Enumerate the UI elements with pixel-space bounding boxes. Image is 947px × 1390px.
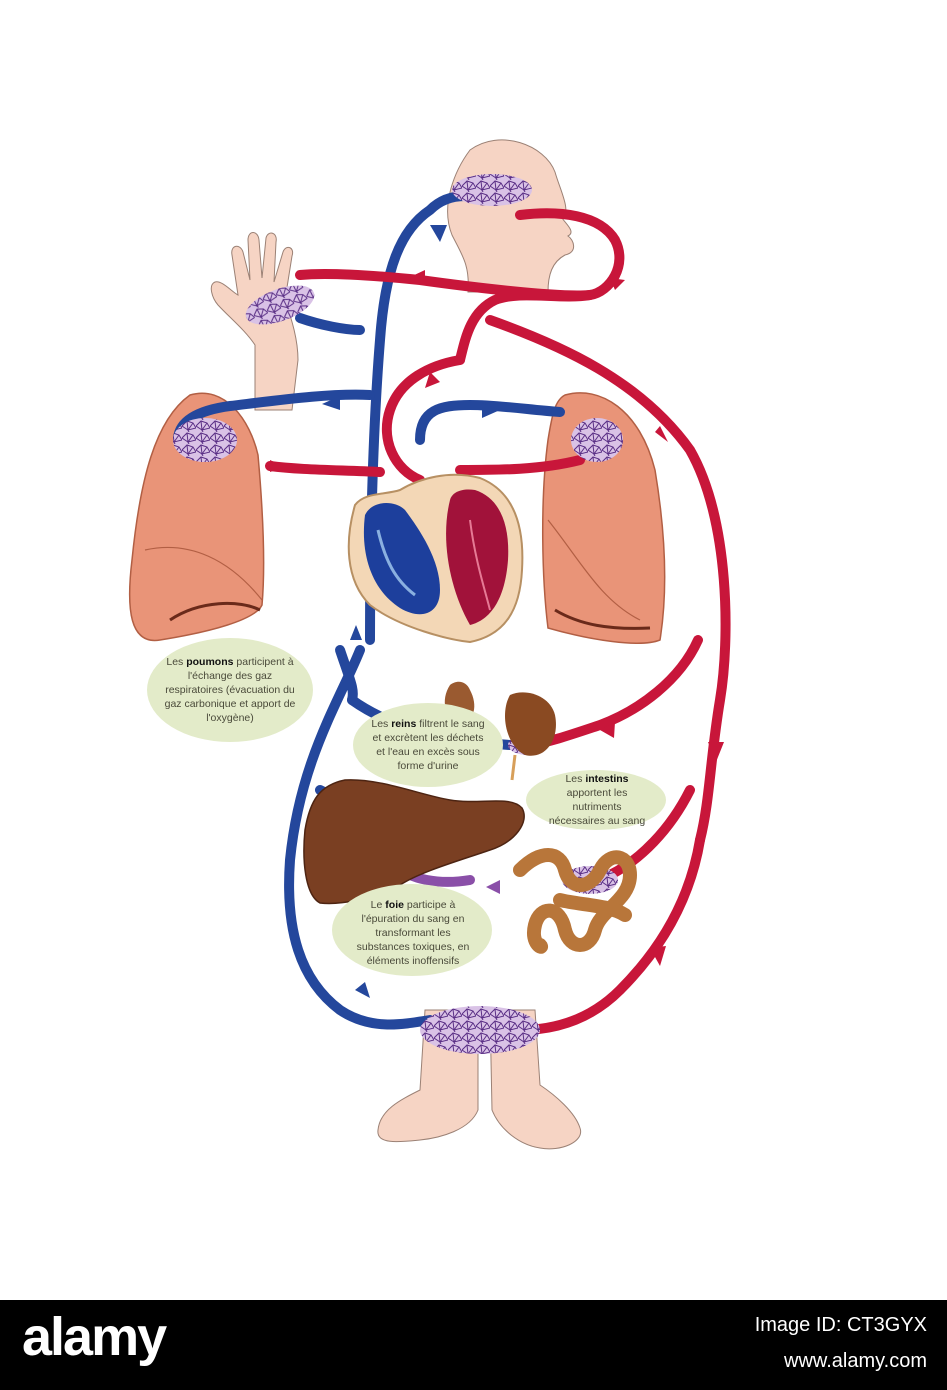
capillary-legs — [420, 1006, 540, 1054]
kidneys-label-pre: Les — [371, 718, 392, 730]
capillary-head — [452, 174, 532, 206]
site-url: www.alamy.com — [784, 1350, 927, 1372]
kidneys-label: Les reins filtrent le sang et excrètent … — [355, 703, 501, 787]
capillary-right-lung — [571, 418, 623, 462]
watermark-footer: alamy Image ID: CT3GYX www.alamy.com — [0, 1300, 947, 1390]
capillary-hand — [245, 285, 315, 325]
lungs-label-bold: poumons — [186, 656, 234, 668]
heart — [347, 473, 524, 644]
liver-label-bold: foie — [385, 899, 404, 911]
intestines-label-post: apportent les nutriments nécessaires au … — [548, 787, 646, 827]
kidneys-label-bubble — [353, 703, 503, 787]
left-lung — [128, 392, 265, 642]
liver — [303, 779, 525, 905]
kidneys-label-bold: reins — [391, 718, 417, 730]
capillary-left-lung — [173, 418, 237, 462]
liver-label-bubble — [332, 884, 492, 976]
kidneys-label-post: filtrent le sang et excrètent les déchet… — [372, 718, 485, 772]
right-lung — [542, 392, 666, 644]
lungs-label-bubble — [147, 638, 313, 742]
alamy-logo: alamy — [22, 1307, 167, 1367]
intestines-label-pre: Les — [565, 773, 586, 785]
image-id: Image ID: CT3GYX — [754, 1314, 927, 1336]
intestines — [513, 848, 638, 954]
intestines-label-bold: intestins — [585, 773, 629, 785]
intestines-label-bubble — [526, 770, 666, 830]
liver-label: Le foie participe à l'épuration du sang … — [336, 890, 490, 976]
circulation-diagram — [128, 139, 731, 1150]
liver-label-post: participe à l'épuration du sang en trans… — [356, 899, 470, 967]
lungs-label-post: participent à l'échange des gaz respirat… — [164, 656, 296, 724]
intestines-label: Les intestins apportent les nutriments n… — [530, 770, 664, 830]
lungs-label-pre: Les — [166, 656, 187, 668]
liver-label-pre: Le — [370, 899, 386, 911]
lungs-label: Les poumons participent à l'échange des … — [150, 642, 310, 738]
